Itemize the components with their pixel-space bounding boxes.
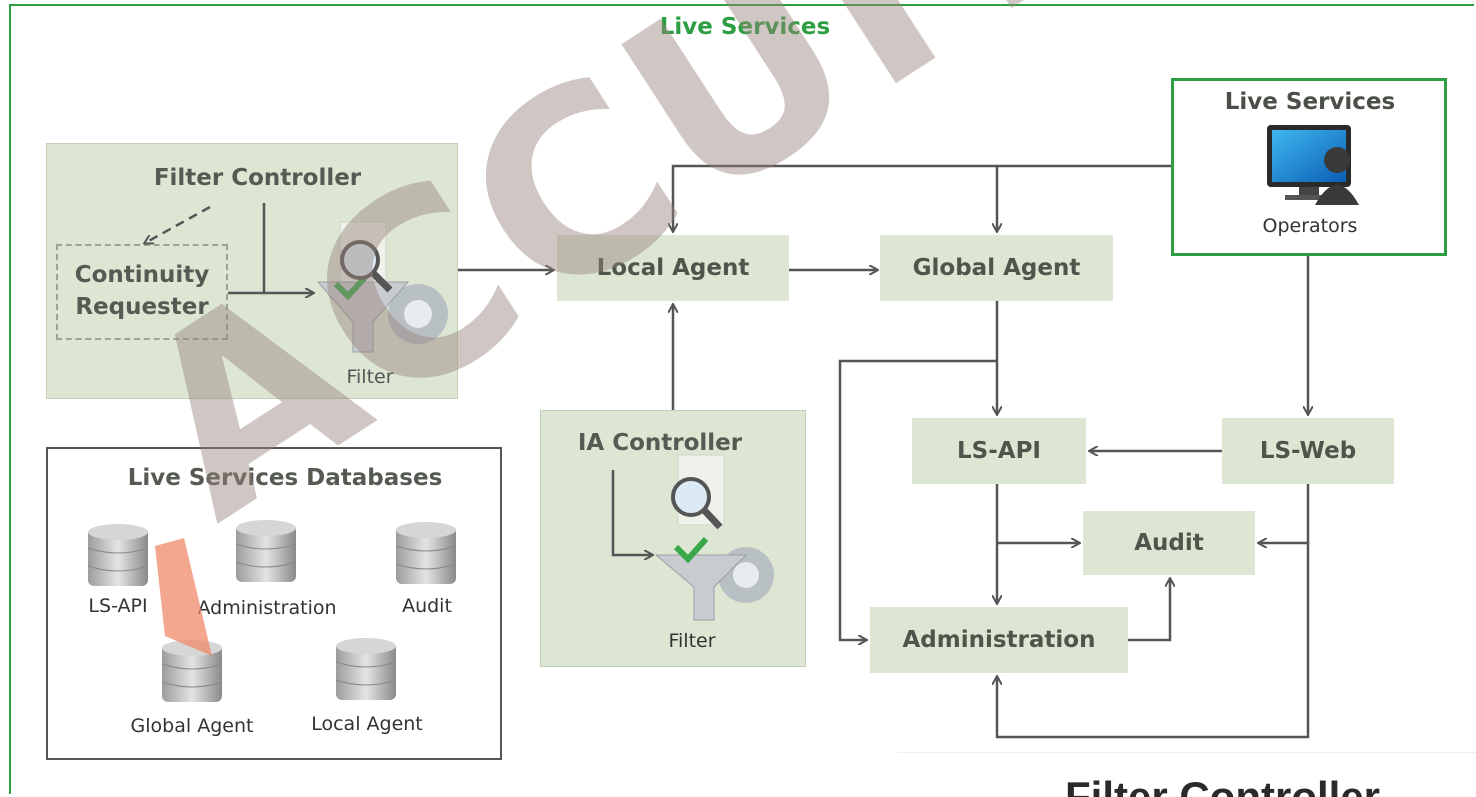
database-icon-administration [235,520,297,582]
ia-controller-group [540,410,806,667]
bottom-panel-title: Filter Controller [1065,773,1381,797]
db-label-ls-api: LS-API [88,595,148,617]
databases-box [46,447,502,760]
outer-frame [9,4,1474,794]
continuity-label-line1: Continuity [74,262,210,288]
diagram-title: Live Services [659,14,831,40]
db-label-administration: Administration [197,597,337,619]
db-label-audit: Audit [402,595,452,617]
db-label-global-agent: Global Agent [130,715,254,737]
bottom-panel: Filter Controller [897,752,1476,797]
node-global-agent: Global Agent [880,235,1113,301]
operator-monitor-icon [1267,125,1359,205]
database-icon-global-agent [161,640,223,702]
node-administration: Administration [870,607,1128,673]
continuity-label-line2: Requester [75,294,209,320]
database-icon-audit [395,522,457,584]
operators-label: Operators [1262,215,1358,237]
dashed-arrow [145,205,211,243]
ia-controller-title: IA Controller [577,430,743,456]
db-label-local-agent: Local Agent [311,713,423,735]
filter-controller-group [46,143,458,399]
operators-title: Live Services [1224,89,1396,115]
node-audit: Audit [1083,511,1255,575]
node-ls-api: LS-API [912,418,1086,484]
databases-title: Live Services Databases [127,465,443,491]
filter-label: Filter [346,366,394,388]
database-icon-local-agent [335,638,397,700]
node-ls-web: LS-Web [1222,418,1394,484]
orange-highlight [155,538,212,656]
filter-controller-title: Filter Controller [153,165,362,191]
node-local-agent: Local Agent [557,235,789,301]
continuity-requester-box [56,244,228,340]
database-icon-ls-api [87,524,149,586]
ia-filter-funnel-icon [654,454,774,621]
ia-filter-label: Filter [668,630,716,652]
filter-funnel-icon [316,221,448,353]
